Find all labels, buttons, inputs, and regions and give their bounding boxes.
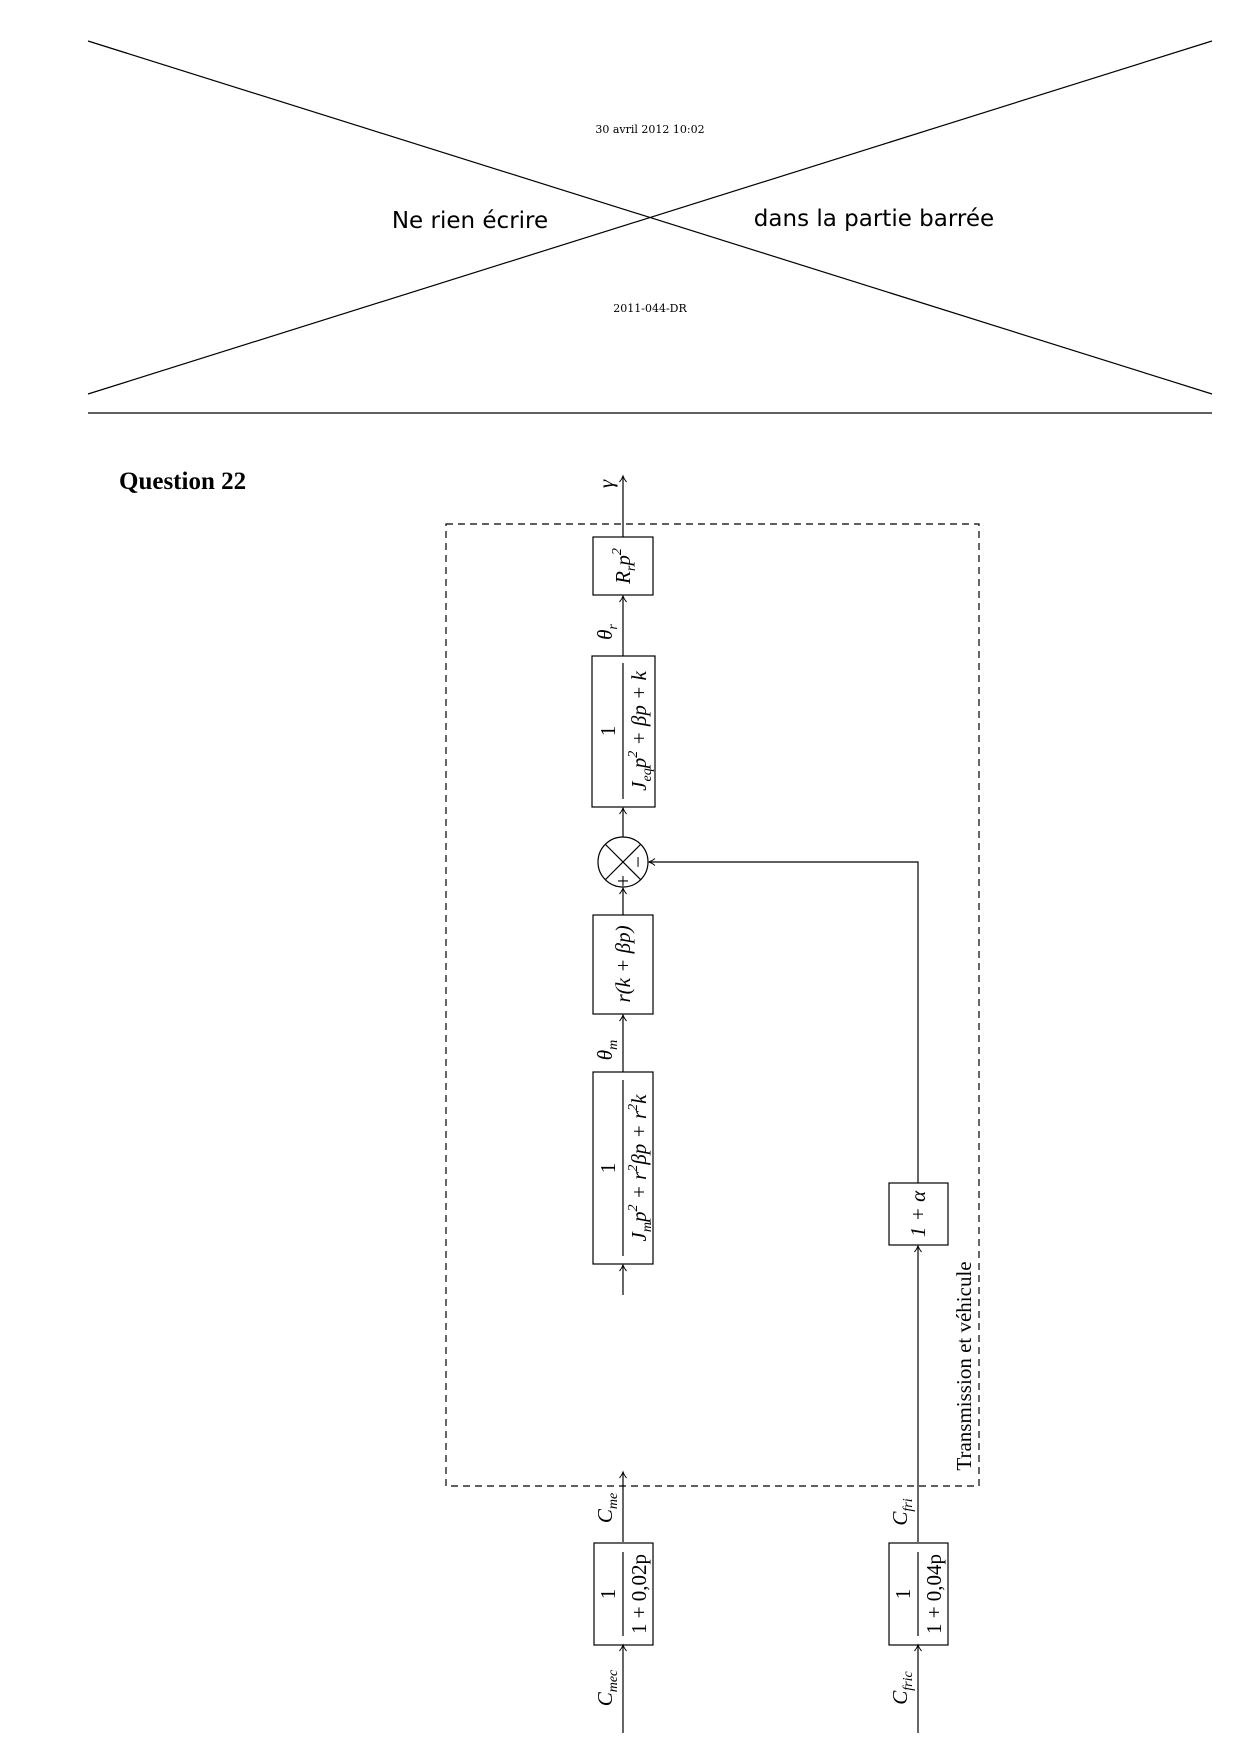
label-theta-m: θm: [593, 1040, 621, 1060]
question-title: Question 22: [119, 468, 247, 495]
label-theta-r: θr: [593, 624, 621, 640]
sum-plus-sign: +: [611, 875, 635, 887]
block-rk: [592, 914, 654, 1015]
fraction-numerator: 1: [596, 1163, 620, 1174]
fraction-numerator: 1: [891, 1589, 915, 1600]
sum-minus-sign: −: [626, 856, 650, 868]
subsystem-label: Transmission et véhicule: [952, 1261, 976, 1470]
label-c-fri: Cfri: [888, 1498, 916, 1525]
block-jeq-fraction: 1 Jeqp2 + βp + k: [596, 663, 655, 799]
warning-left: Ne rien écrire: [392, 208, 548, 234]
crossed-out-zone: 30 avril 2012 10:02 Ne rien écrire dans …: [87, 40, 1213, 414]
block-rr-text: Rrp2: [610, 548, 639, 585]
fraction-denominator: 1 + 0,04p: [922, 1554, 946, 1634]
block-rk-text: r(k + βp): [611, 925, 635, 1002]
print-date: 30 avril 2012 10:02: [595, 123, 704, 136]
block-jm-fraction: 1 Jmp2 + r2βp + r2k: [596, 1080, 655, 1256]
fraction-denominator: Jmp2 + r2βp + r2k: [626, 1094, 655, 1242]
warning-right: dans la partie barrée: [754, 206, 994, 232]
block-filter-mec-fraction: 1 1 + 0,02p: [596, 1552, 651, 1636]
label-c-me: Cme: [593, 1493, 621, 1523]
block-filter-fric: [888, 1542, 949, 1646]
block-rr: [592, 536, 654, 596]
block-diagram: [445, 474, 980, 1733]
fraction-numerator: 1: [596, 726, 620, 737]
cross-line: [87, 40, 1213, 395]
subsystem-boundary: [445, 523, 980, 1487]
feedback-line: [647, 858, 919, 1183]
label-c-mec: Cmec: [593, 1669, 621, 1706]
document-code: 2011-044-DR: [613, 302, 687, 315]
summing-junction: [597, 836, 649, 888]
block-alpha-text: 1 + α: [906, 1190, 930, 1237]
label-c-fric: Cfric: [888, 1670, 916, 1704]
fraction-denominator: Jeqp2 + βp + k: [626, 670, 655, 790]
block-filter-fric-fraction: 1 1 + 0,04p: [891, 1552, 946, 1636]
block-jm: [592, 1071, 654, 1265]
block-jeq: [591, 655, 656, 808]
block-filter-mec: [593, 1542, 654, 1646]
block-alpha: [888, 1182, 949, 1246]
fraction-denominator: 1 + 0,02p: [627, 1554, 651, 1634]
label-gamma: γ: [594, 479, 618, 488]
fraction-numerator: 1: [596, 1589, 620, 1600]
